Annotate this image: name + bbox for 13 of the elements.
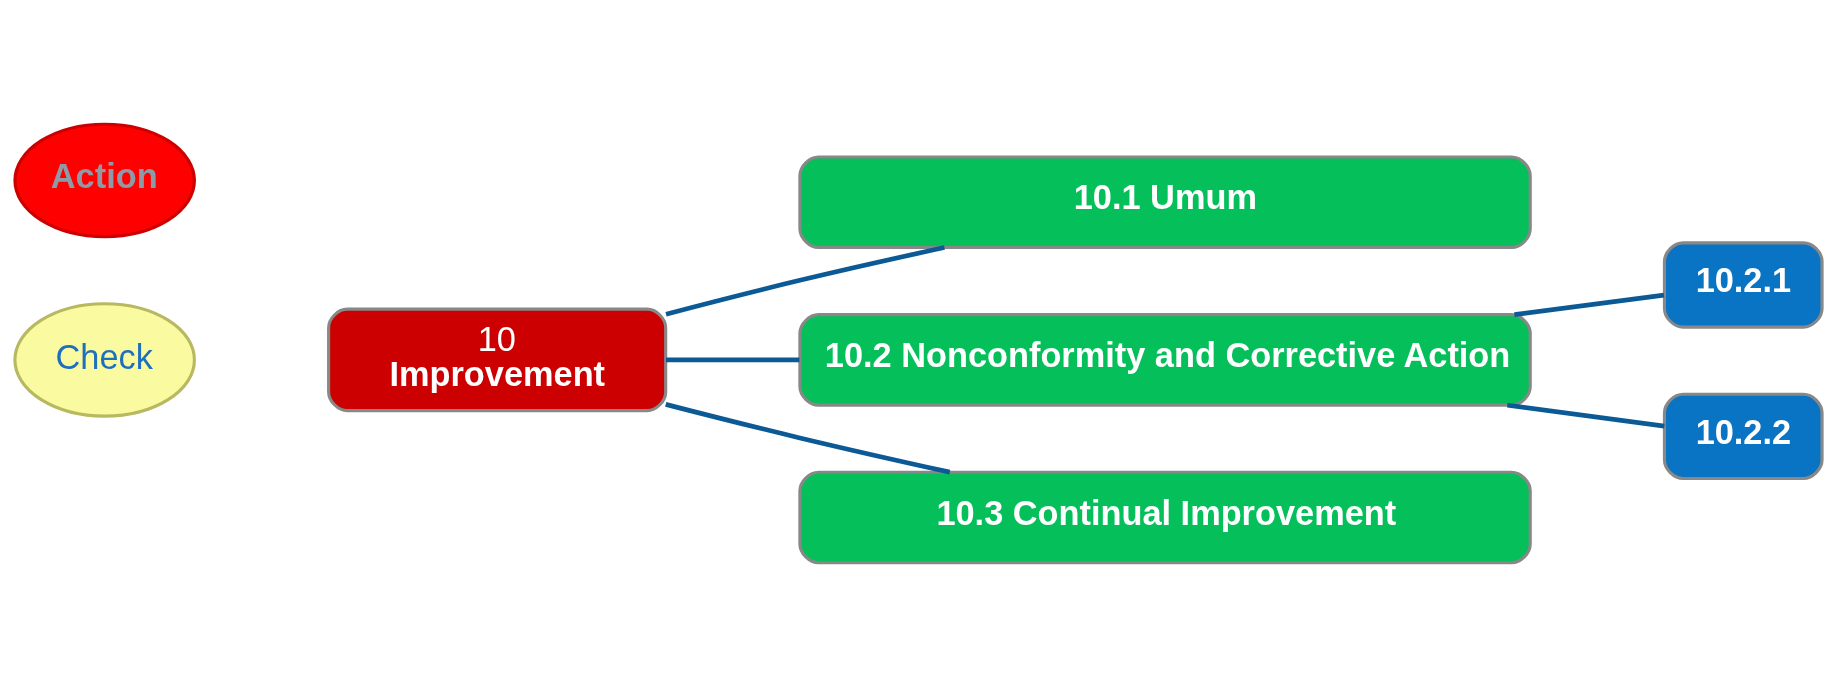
node-box: 10.2.2 <box>1662 392 1824 480</box>
node-box: 10 Improvement <box>327 307 668 412</box>
connector <box>1514 292 1665 317</box>
node-ellipse: Check <box>13 301 196 418</box>
connector <box>666 357 800 362</box>
node-box: 10.2.1 <box>1662 240 1824 329</box>
connector <box>665 401 951 474</box>
node-box: 10.2 Nonconformity and Corrective Action <box>798 312 1532 407</box>
node-box: 10.3 Continual Improvement <box>798 470 1532 564</box>
node-ellipse: Action <box>13 122 196 238</box>
connector <box>1507 402 1665 428</box>
node-box: 10.1 Umum <box>798 154 1532 249</box>
connector <box>665 244 945 316</box>
